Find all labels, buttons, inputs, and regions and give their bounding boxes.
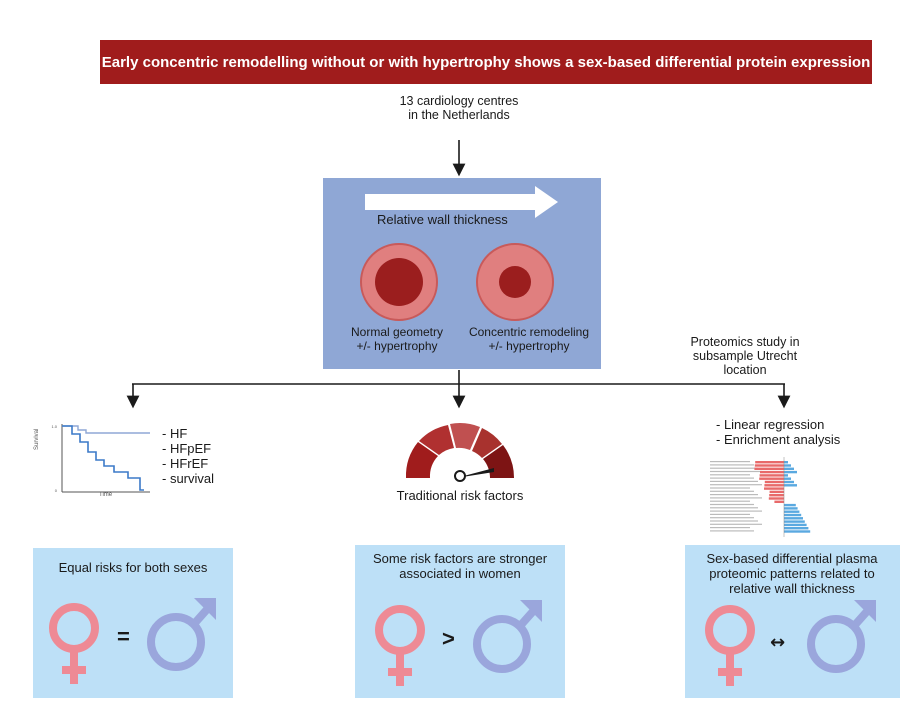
bar-label-stub <box>710 530 754 532</box>
bar-label-stub <box>710 500 750 502</box>
outcome-item: - HFrEF <box>162 456 209 471</box>
chart-bar <box>784 520 805 523</box>
female-icon <box>705 605 755 686</box>
analysis-item: - Linear regression <box>716 417 825 432</box>
bar-label-stub <box>710 527 750 529</box>
survival-xlabel: Time <box>99 492 113 498</box>
operator-double-arrow: ↔ <box>770 632 785 653</box>
chart-bar <box>754 467 784 470</box>
proteomics-note: Proteomics study in subsample Utrecht lo… <box>690 335 800 377</box>
concentric-remodeling-label: Concentric remodeling +/- hypertrophy <box>468 325 590 353</box>
chart-bar <box>784 517 803 520</box>
risk-gauge-icon <box>405 423 515 482</box>
bar-label-stub <box>710 470 762 473</box>
chart-bar <box>769 494 784 497</box>
concentric-inner <box>499 266 531 298</box>
analysis-item: - Enrichment analysis <box>716 432 841 447</box>
wall-thickness-arrow-icon <box>365 186 558 218</box>
bar-label-stub <box>710 510 762 512</box>
risk-gauge-label: Traditional risk factors <box>396 488 524 503</box>
survival-plot-icon: 1.0 0 <box>51 424 150 493</box>
chart-bar <box>768 497 784 500</box>
chart-bar <box>764 484 784 487</box>
box-right-text: Sex-based differential plasma proteomic … <box>706 551 878 596</box>
chart-bar <box>784 510 800 513</box>
bar-label-stub <box>710 487 750 489</box>
outcome-item: - survival <box>162 471 215 486</box>
bar-label-stub <box>710 503 754 506</box>
chart-bar <box>784 470 797 474</box>
female-icon <box>49 603 99 684</box>
chart-bar <box>759 477 784 480</box>
chart-bar <box>784 530 811 533</box>
analysis-list: - Linear regression - Enrichment analysi… <box>716 417 840 447</box>
chart-bar <box>784 484 797 487</box>
chart-bar <box>759 474 784 477</box>
proteomics-bar-chart-icon <box>710 457 811 537</box>
bar-label-stub <box>710 513 750 515</box>
chart-bar <box>784 474 788 477</box>
chart-bar <box>784 467 794 470</box>
chart-bar <box>764 487 784 490</box>
male-icon <box>147 598 216 671</box>
bar-label-stub <box>710 464 754 466</box>
bar-label-stub <box>710 484 762 486</box>
male-icon <box>473 600 542 673</box>
chart-bar <box>784 513 802 517</box>
chart-bar <box>784 477 791 480</box>
svg-text:1.0: 1.0 <box>51 424 57 429</box>
bar-label-stub <box>710 520 758 522</box>
bar-label-stub <box>710 494 758 496</box>
sex-symbols-middle: > <box>375 600 542 686</box>
chart-bar <box>755 461 784 464</box>
outcome-item: - HFpEF <box>162 441 212 456</box>
normal-geometry-label: Normal geometry +/- hypertrophy <box>350 325 444 353</box>
male-icon <box>807 600 876 673</box>
female-icon <box>375 605 425 686</box>
chart-bar <box>774 500 784 503</box>
bar-label-stub <box>710 490 754 492</box>
bar-label-stub <box>710 517 754 519</box>
svg-text:0: 0 <box>55 488 58 493</box>
chart-bar <box>784 527 809 530</box>
chart-bar <box>784 523 807 527</box>
operator-greater: > <box>442 626 455 651</box>
chart-bar <box>784 503 796 507</box>
chart-bar <box>784 507 798 510</box>
bar-label-stub <box>710 461 750 463</box>
sex-symbols-left: = <box>49 598 216 684</box>
outcome-item: - HF <box>162 426 188 441</box>
operator-equal: = <box>117 624 130 649</box>
box-middle-text: Some risk factors are stronger associate… <box>372 551 548 581</box>
chart-bar <box>784 480 794 484</box>
source-label: 13 cardiology centres in the Netherlands <box>399 94 519 122</box>
arrow-label: Relative wall thickness <box>377 212 508 227</box>
chart-bar <box>784 461 788 464</box>
chart-bar <box>764 480 784 484</box>
sex-symbols-right: ↔ <box>705 600 876 686</box>
box-left-text: Equal risks for both sexes <box>58 560 208 575</box>
bar-label-stub <box>710 523 762 525</box>
bar-label-stub <box>710 477 754 479</box>
heart-cross-section-icons <box>360 243 554 321</box>
bar-label-stub <box>710 474 750 476</box>
chart-bar <box>769 490 784 494</box>
outcome-list: - HF - HFpEF - HFrEF - survival <box>162 426 214 486</box>
survival-ylabel: Survival <box>34 428 40 450</box>
chart-bar <box>760 470 784 474</box>
title-banner: Early concentric remodelling without or … <box>100 40 872 84</box>
bar-label-stub <box>710 507 758 509</box>
title-text: Early concentric remodelling without or … <box>101 53 871 71</box>
normal-geometry-inner <box>375 258 423 306</box>
bar-label-stub <box>710 497 762 499</box>
bar-label-stub <box>710 467 758 469</box>
chart-bar <box>754 464 784 467</box>
bar-label-stub <box>710 480 758 482</box>
chart-bar <box>784 464 791 467</box>
